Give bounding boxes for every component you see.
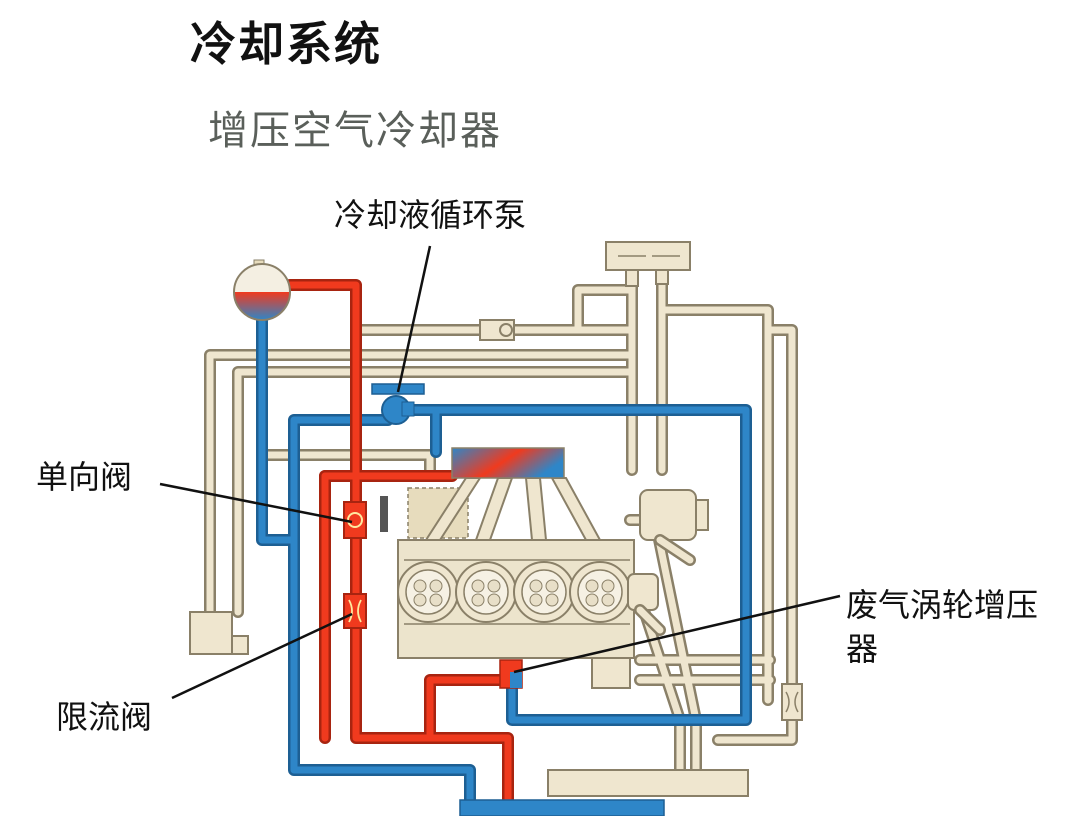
restrictor-label: 限流阀 xyxy=(56,698,153,736)
turbocharger-label-line1: 废气涡轮增压 xyxy=(846,586,1039,624)
charge-air-cooler xyxy=(451,447,565,479)
page-title: 冷却系统 xyxy=(190,17,382,71)
air-valve xyxy=(479,319,515,341)
turbo-coolant-junction xyxy=(499,659,523,689)
left-reservoir-box xyxy=(189,611,249,655)
bottom-right-box xyxy=(547,657,749,797)
leader-lines xyxy=(159,245,841,700)
turbocharger-label-line2: 器 xyxy=(846,630,879,668)
air-filter-box xyxy=(605,241,691,287)
page-subtitle: 增压空气冷却器 xyxy=(208,108,502,154)
engine-block xyxy=(380,477,635,659)
right-restrictor xyxy=(781,683,803,721)
turbocharger-body xyxy=(627,489,709,636)
restrictor-valve xyxy=(343,593,367,629)
cylinders xyxy=(397,561,631,623)
radiator-bottom xyxy=(459,799,665,816)
check-valve-label: 单向阀 xyxy=(36,458,133,496)
expansion-tank xyxy=(233,259,291,321)
pump-label: 冷却液循环泵 xyxy=(334,196,527,234)
